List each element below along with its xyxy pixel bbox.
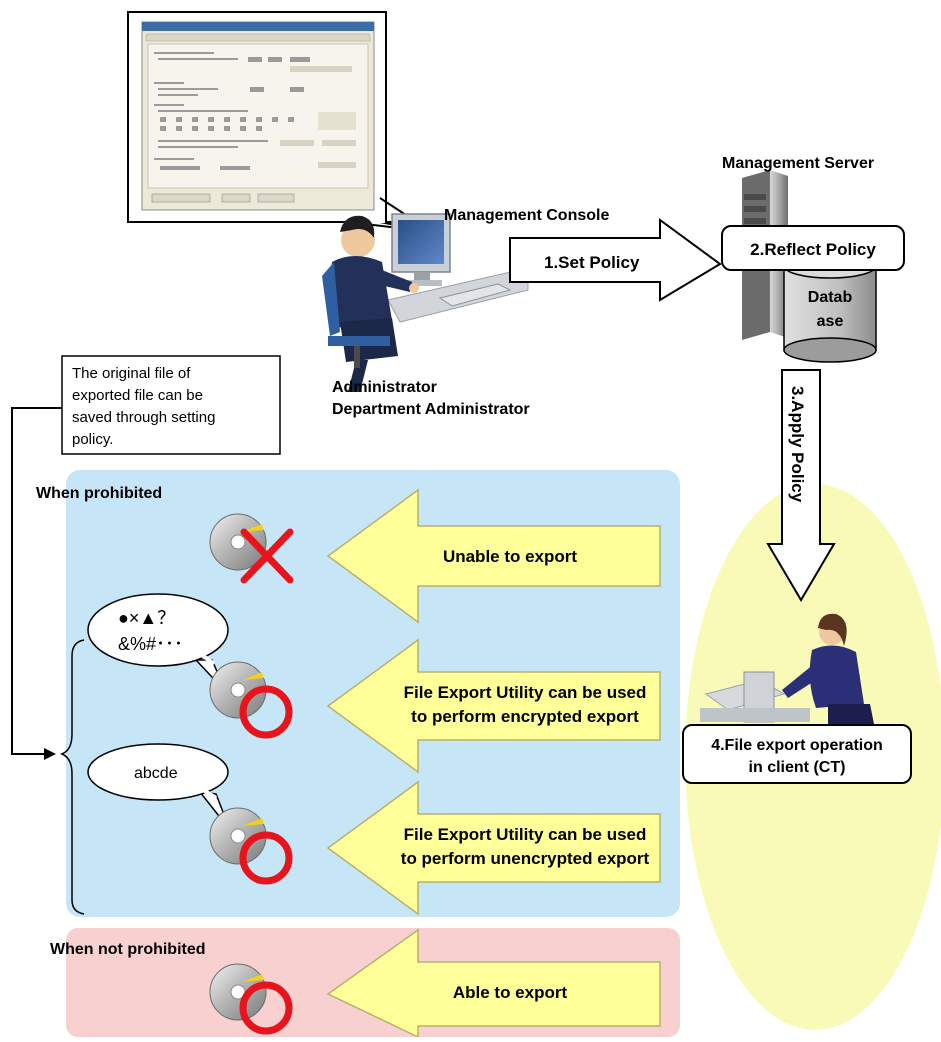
apply-policy-label: 3.Apply Policy xyxy=(788,386,807,503)
administrator-label: Administrator xyxy=(332,379,437,396)
encrypted-bubble-line2: &%#･･･ xyxy=(118,634,183,654)
note-line-1: The original file of xyxy=(72,365,191,382)
reflect-policy-box xyxy=(721,225,905,271)
management-server-label: Management Server xyxy=(722,155,874,172)
note-line-4: policy. xyxy=(72,431,113,448)
unable-to-export-label: Unable to export xyxy=(443,547,577,566)
client-operation-label-line1: 4.File export operation xyxy=(711,737,883,754)
console-title-bar xyxy=(142,22,374,31)
unable-to-export-arrow xyxy=(326,488,661,624)
when-not-prohibited-heading: When not prohibited xyxy=(50,941,206,958)
plain-bubble-text: abcde xyxy=(134,765,178,782)
set-policy-arrow xyxy=(509,218,722,302)
cd-disc-icon xyxy=(209,513,267,571)
database-label-line1: Datab xyxy=(808,289,853,306)
policy-note-box xyxy=(61,355,281,455)
encrypted-bubble-line1: ●×▲？ xyxy=(118,608,175,628)
red-x-mark xyxy=(240,528,294,584)
encrypted-export-label-line2: to perform encrypted export xyxy=(411,707,639,726)
note-line-2: exported file can be xyxy=(72,387,203,404)
encrypted-export-label-line1: File Export Utility can be used xyxy=(404,683,647,702)
cd-disc-icon xyxy=(209,807,267,865)
console-window xyxy=(141,21,375,211)
red-circle-mark xyxy=(239,831,293,885)
department-administrator-label: Department Administrator xyxy=(332,401,530,418)
reflect-policy-label: 2.Reflect Policy xyxy=(750,240,876,259)
able-to-export-arrow xyxy=(326,928,661,1039)
note-connector-arrowhead xyxy=(44,748,56,760)
unencrypted-export-label-line2: to perform unencrypted export xyxy=(401,849,650,868)
cd-disc-icon xyxy=(209,963,267,1021)
set-policy-label: 1.Set Policy xyxy=(544,253,640,272)
red-circle-mark xyxy=(239,685,293,739)
able-to-export-label: Able to export xyxy=(453,983,568,1002)
client-operation-label-line2: in client (CT) xyxy=(749,759,846,776)
unencrypted-export-arrow xyxy=(326,780,661,916)
client-operation-box xyxy=(682,724,912,784)
when-prohibited-heading: When prohibited xyxy=(36,485,162,502)
encrypted-export-arrow xyxy=(326,638,661,774)
management-console-label: Management Console xyxy=(444,207,609,224)
note-line-3: saved through setting xyxy=(72,409,215,426)
unencrypted-export-label-line1: File Export Utility can be used xyxy=(404,825,647,844)
administrator-figure xyxy=(322,213,529,392)
red-circle-mark xyxy=(239,981,293,1035)
apply-policy-arrow xyxy=(766,369,836,602)
database-label-line2: ase xyxy=(817,313,844,330)
allowed-options-brace xyxy=(59,639,85,915)
client-user-figure xyxy=(700,613,874,726)
note-connector-line xyxy=(11,407,62,755)
